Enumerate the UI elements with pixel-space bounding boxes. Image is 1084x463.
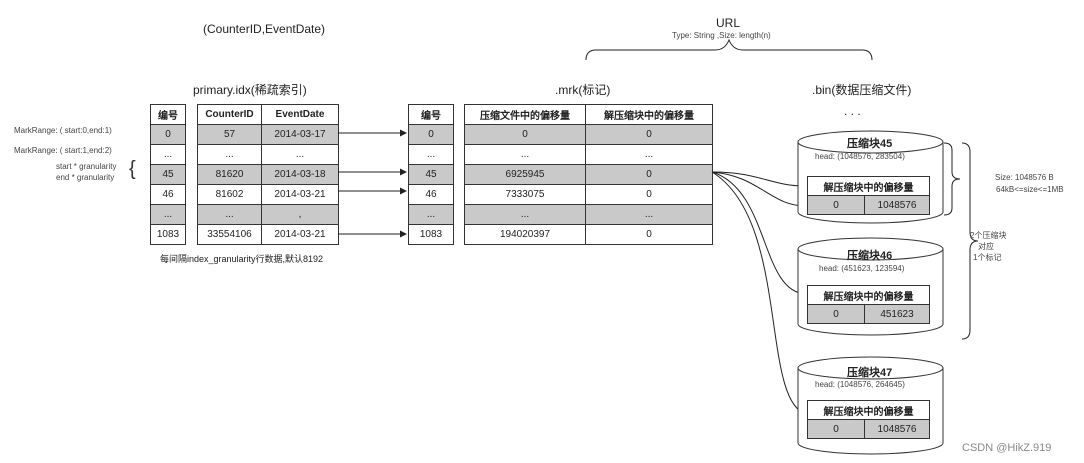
table-cell: ... <box>150 204 186 225</box>
table-cell: 1083 <box>150 224 186 245</box>
table-cell: 1083 <box>408 224 454 245</box>
key-label: (CounterID,EventDate) <box>203 22 326 36</box>
block-title: 压缩块45 <box>847 138 893 150</box>
url-title: URL <box>716 16 741 30</box>
table-cell: 0 <box>585 164 713 185</box>
table-cell: ... <box>197 204 262 225</box>
bin-title: .bin(数据压缩文件) <box>812 83 912 97</box>
table-header: 编号 <box>150 104 186 125</box>
table-cell: 7333075 <box>464 184 586 205</box>
table-cell: 0 <box>464 124 586 145</box>
url-brace <box>585 38 873 61</box>
compressed-block-45: 压缩块45 head: (1048576, 283504) 解压缩块中的偏移量 … <box>797 130 944 225</box>
table-cell: 33554106 <box>197 224 262 245</box>
table-cell: 2014-03-21 <box>261 224 339 245</box>
size-brace <box>943 142 961 216</box>
markrange-1: MarkRange: ( start:1,end:2) <box>14 146 112 155</box>
table-cell: 0 <box>585 124 713 145</box>
table-cell: 45 <box>408 164 454 185</box>
table-cell: 2014-03-21 <box>261 184 339 205</box>
block-offset-value: 451623 <box>864 304 930 324</box>
start-granularity: start * granularity <box>56 162 117 171</box>
table-cell: , <box>261 204 339 225</box>
table-cell: ... <box>464 204 586 225</box>
arrow-to-block45-value <box>711 171 807 210</box>
arrow-to-block47 <box>711 171 807 416</box>
table-cell: 46 <box>408 184 454 205</box>
block-head: head: (1048576, 264645) <box>815 380 905 389</box>
size-label: Size: 1048576 B <box>995 173 1054 182</box>
table-cell: ... <box>150 144 186 165</box>
block-offset-header: 解压缩块中的偏移量 <box>807 176 930 196</box>
block-offset-value: 0 <box>807 419 865 439</box>
compressed-block-46: 压缩块46 head: (451623, 123594) 解压缩块中的偏移量 0… <box>797 237 944 337</box>
bin-ellipsis: . . . <box>844 104 861 118</box>
block-note-line2: 对应 <box>978 242 994 251</box>
block-title: 压缩块47 <box>847 367 893 379</box>
watermark: CSDN @HikZ.919 <box>962 442 1052 454</box>
block-head: head: (451623, 123594) <box>819 264 905 273</box>
table-header: CounterID <box>197 104 262 125</box>
block-offset-header: 解压缩块中的偏移量 <box>807 400 930 420</box>
table-cell: 81602 <box>197 184 262 205</box>
block-head: head: (1048576, 283504) <box>815 152 905 161</box>
table-cell: 0 <box>408 124 454 145</box>
left-brace: { <box>129 158 136 180</box>
table-header: EventDate <box>261 104 339 125</box>
arrow-to-block45-header <box>711 171 807 190</box>
block-note-line3: 1个标记 <box>973 253 1002 262</box>
table-cell: 2014-03-18 <box>261 164 339 185</box>
block-offset-value: 0 <box>807 304 865 324</box>
table-cell: 194020397 <box>464 224 586 245</box>
block-offset-value: 1048576 <box>864 195 930 215</box>
table-cell: 6925945 <box>464 164 586 185</box>
table-header: 解压缩块中的偏移量 <box>585 104 713 125</box>
table-cell: ... <box>464 144 586 165</box>
table-cell: 46 <box>150 184 186 205</box>
size-range-label: 64kB<=size<=1MB <box>996 185 1064 194</box>
table-cell: 0 <box>150 124 186 145</box>
table-cell: 57 <box>197 124 262 145</box>
table-cell: ... <box>585 144 713 165</box>
markrange-0: MarkRange: ( start:0,end:1) <box>14 126 112 135</box>
table-header: 压缩文件中的偏移量 <box>464 104 586 125</box>
granularity-note: 每间隔index_granularity行数据,默认8192 <box>160 254 324 264</box>
table-header: 编号 <box>408 104 454 125</box>
compressed-block-47: 压缩块47 head: (1048576, 264645) 解压缩块中的偏移量 … <box>797 356 944 456</box>
table-cell: ... <box>197 144 262 165</box>
url-subtitle: Type: String ,Size: length(n) <box>672 31 771 40</box>
mrk-id-column: 编号 0 ... 45 46 ... 1083 <box>408 104 454 245</box>
end-granularity: end * granularity <box>56 173 115 182</box>
table-cell: 0 <box>585 184 713 205</box>
table-cell: ... <box>261 144 339 165</box>
block-title: 压缩块46 <box>847 250 893 262</box>
table-cell: ... <box>408 144 454 165</box>
primary-idx-title: primary.idx(稀疏索引) <box>193 83 307 97</box>
table-cell: 2014-03-17 <box>261 124 339 145</box>
table-cell: 45 <box>150 164 186 185</box>
block-note-line1: 2个压缩块 <box>970 231 1007 240</box>
block-offset-value: 0 <box>807 195 865 215</box>
primary-index-id-column: 编号 0 ... 45 46 ... 1083 <box>150 104 186 245</box>
block-offset-value: 1048576 <box>864 419 930 439</box>
block-pair-brace <box>961 142 979 340</box>
table-cell: 0 <box>585 224 713 245</box>
table-cell: 81620 <box>197 164 262 185</box>
mrk-title: .mrk(标记) <box>555 83 611 97</box>
block-offset-header: 解压缩块中的偏移量 <box>807 285 930 305</box>
arrow-to-block46 <box>711 171 807 298</box>
table-cell: ... <box>585 204 713 225</box>
table-cell: ... <box>408 204 454 225</box>
